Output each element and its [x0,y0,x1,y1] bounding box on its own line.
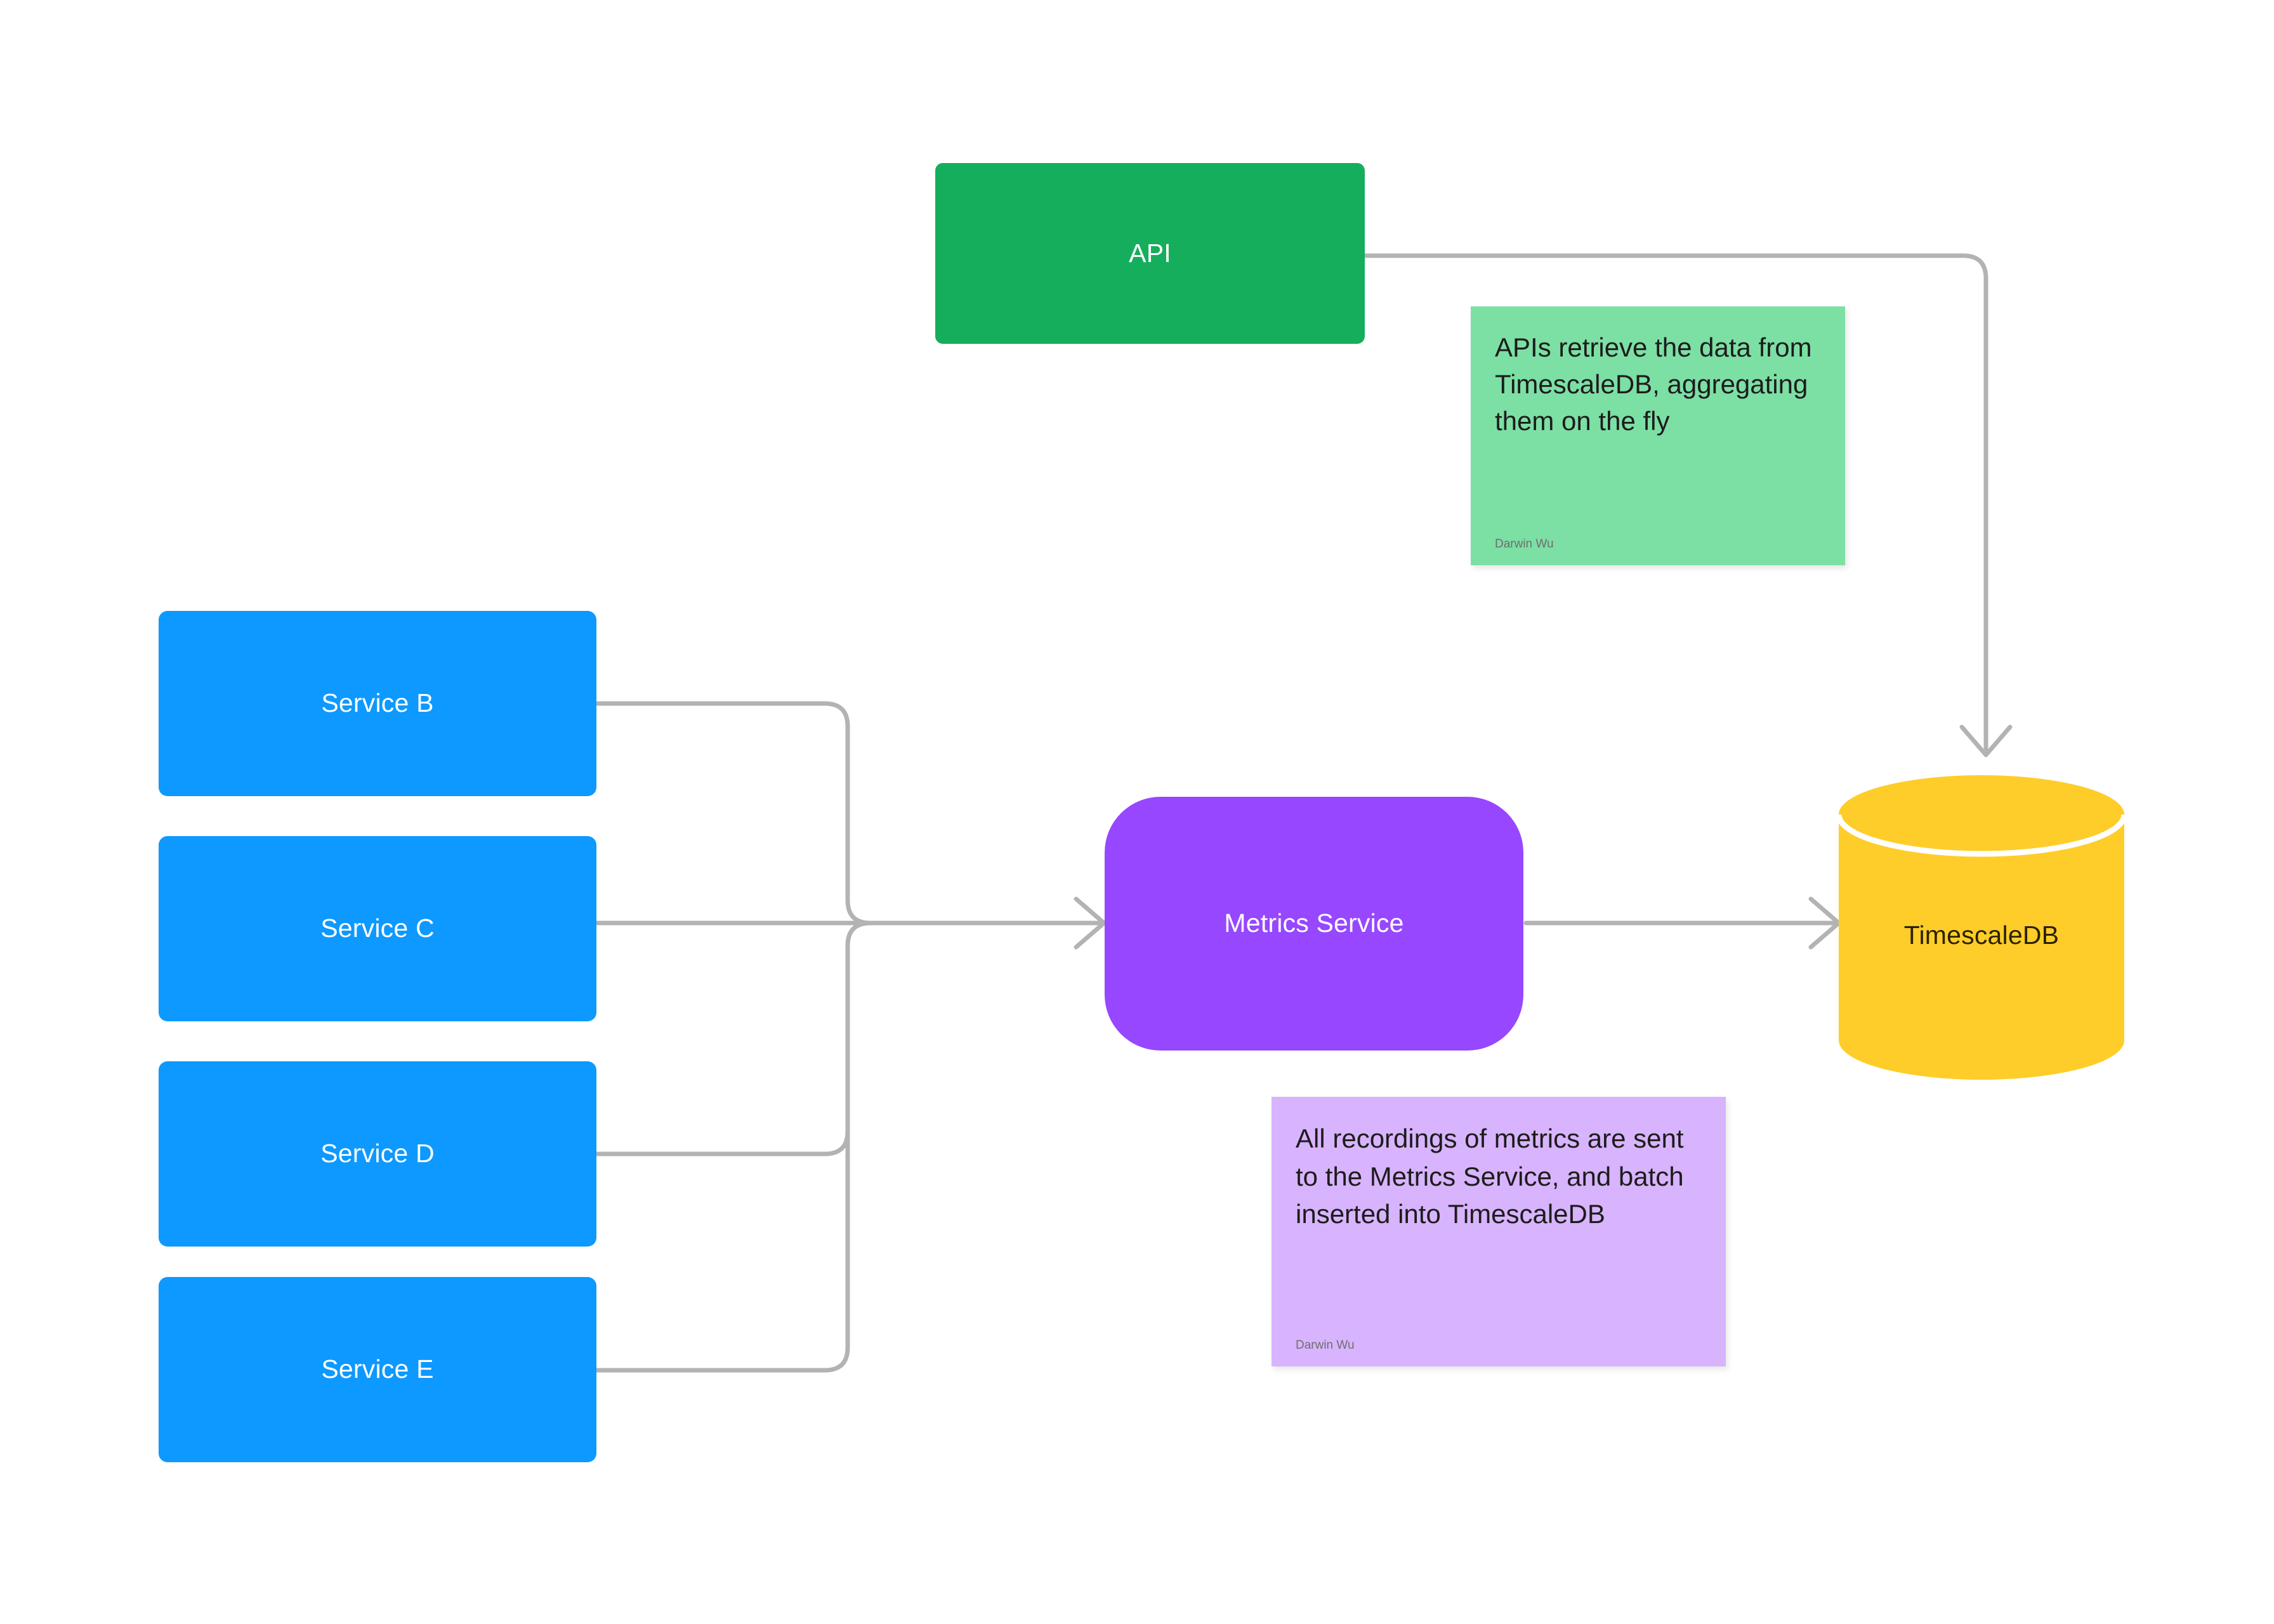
node-api-label: API [1129,238,1171,268]
node-service-c[interactable]: Service C [159,836,596,1021]
node-service-d-label: Service D [320,1139,435,1169]
edge-service-d-to-metrics [594,920,873,1156]
sticky-note-purple-author: Darwin Wu [1296,1339,1355,1352]
node-service-c-label: Service C [320,914,435,943]
node-service-e[interactable]: Service E [159,1277,596,1462]
node-timescaledb[interactable]: TimescaleDB [1839,775,2124,1080]
node-metrics-service[interactable]: Metrics Service [1105,797,1523,1051]
sticky-note-green-text: APIs retrieve the data from TimescaleDB,… [1495,332,1819,436]
edge-service-e-to-metrics [594,920,873,1373]
arrowhead-trunk-to-metrics [1074,896,1107,950]
sticky-note-purple[interactable]: All recordings of metrics are sent to th… [1272,1097,1726,1366]
node-service-b[interactable]: Service B [159,611,596,796]
sticky-note-green[interactable]: APIs retrieve the data from TimescaleDB,… [1471,306,1845,565]
arrowhead-api-to-database [1959,724,2013,757]
node-service-b-label: Service B [321,688,434,718]
node-api[interactable]: API [935,163,1365,344]
arrowhead-metrics-to-database [1808,896,1841,950]
node-service-e-label: Service E [321,1354,434,1384]
cylinder-shape [1839,775,2124,1080]
sticky-note-purple-text: All recordings of metrics are sent to th… [1296,1123,1692,1229]
node-metrics-service-label: Metrics Service [1224,908,1404,938]
node-timescaledb-label: TimescaleDB [1903,920,2060,950]
edge-service-b-to-metrics [594,701,873,926]
sticky-note-green-author: Darwin Wu [1495,537,1554,551]
node-service-d[interactable]: Service D [159,1061,596,1247]
